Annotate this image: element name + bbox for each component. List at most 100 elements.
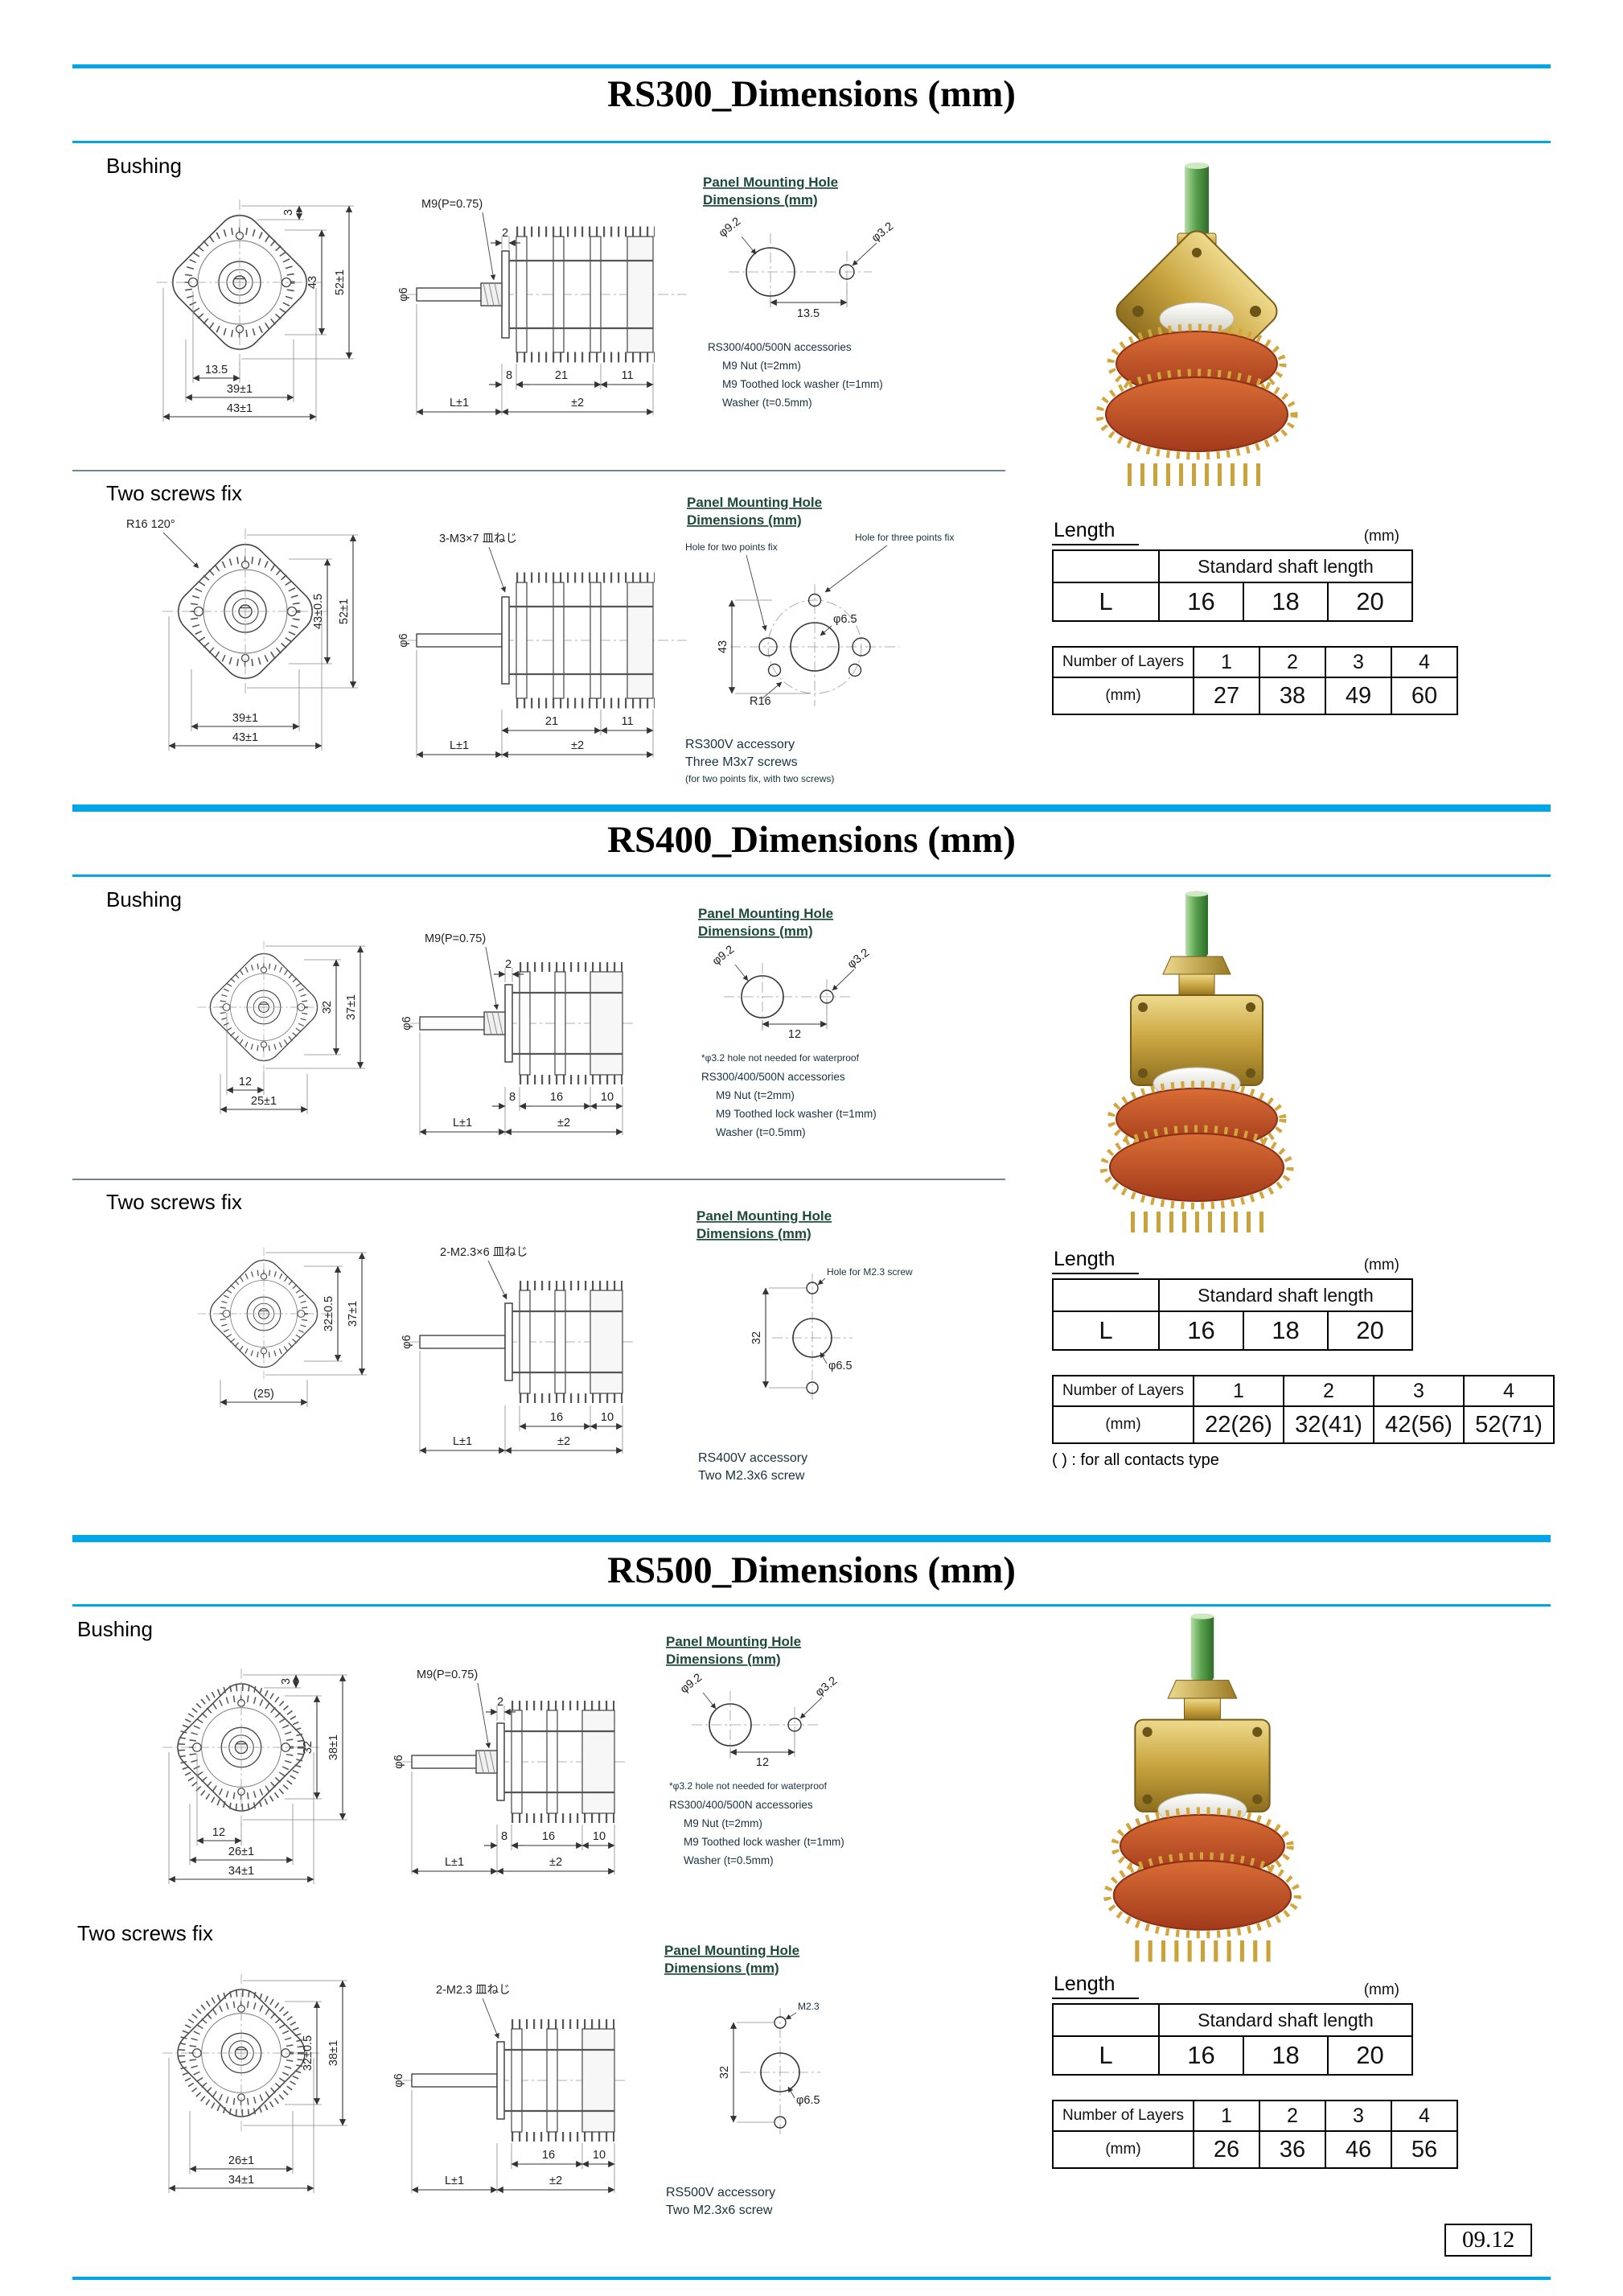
rs400-title-rule [72, 874, 1551, 877]
rs400-bushing-panel-diagram: Panel Mounting Hole Dimensions (mm) φ9.2… [698, 906, 877, 1138]
rs400-title: RS400_Dimensions (mm) [607, 819, 1016, 861]
dim-label: 11 [621, 369, 633, 382]
dim-label: 16 [542, 2149, 555, 2162]
hole-two-points-label: Hole for two points fix [685, 541, 778, 553]
layers-length-value: 32(41) [1283, 1405, 1374, 1444]
rs300-title-rule [72, 141, 1551, 143]
layers-unit-label: (mm) [1052, 1405, 1194, 1444]
accessory-note: Washer (t=0.5mm) [722, 397, 812, 409]
panel-title: Dimensions (mm) [703, 192, 818, 208]
dim-label: 3 [282, 209, 295, 216]
dim-label: φ6 [392, 2073, 405, 2087]
rs300-section: RS300_Dimensions (mm) Bushing 3 43 52±1 … [0, 48, 1623, 800]
panel-title: Panel Mounting Hole [703, 175, 838, 190]
dim-label: ±2 [549, 2175, 562, 2187]
dim-label: ±2 [557, 1117, 570, 1129]
waterproof-note: *φ3.2 hole not needed for waterproof [701, 1052, 860, 1064]
rs400-two-screws-panel-diagram: Panel Mounting Hole Dimensions (mm) Hole… [696, 1208, 913, 1483]
dim-label: 21 [555, 369, 568, 382]
rs500-layers-table: Number of Layers 1 2 3 4 (mm) 26 36 46 5… [1052, 2100, 1458, 2169]
dim-label: 16 [550, 1091, 563, 1104]
dim-label: ±2 [571, 739, 584, 752]
layers-count: 2 [1259, 2100, 1326, 2132]
dim-label: 39±1 [227, 383, 253, 396]
thread-label: M9(P=0.75) [421, 198, 483, 211]
dim-label: 12 [756, 1756, 769, 1769]
rs500-bushing-side-view: M9(P=0.75) φ6 2 8 16 10 L±1 ±2 [392, 1669, 669, 1875]
dim-label: 10 [601, 1411, 614, 1424]
dim-label: 43±0.5 [312, 594, 325, 629]
rs300-shaft-length-table: Standard shaft length L 16 18 20 [1052, 549, 1413, 622]
rs500-two-screws-side-view: 2-M2.3 皿ねじ φ6 16 10 L±1 ±2 [392, 1983, 669, 2194]
accessory-note: Washer (t=0.5mm) [684, 1854, 774, 1866]
layers-count: 3 [1325, 2100, 1392, 2132]
mm-unit-label: (mm) [1363, 1981, 1399, 1998]
rs500-section: RS500_Dimensions (mm) Bushing 3 32 38±1 … [0, 1529, 1623, 2296]
layers-row-label: Number of Layers [1052, 1375, 1194, 1407]
layers-length-value: 56 [1391, 2130, 1458, 2169]
dim-label: 13.5 [205, 364, 228, 376]
dim-label: 26±1 [228, 2154, 254, 2167]
rs300-bushing-side-view: M9(P=0.75) φ6 2 8 21 11 L±1 ±2 [397, 198, 690, 416]
accessory-note: RS300/400/500N accessories [701, 1071, 845, 1083]
dim-label: 12 [212, 1826, 225, 1839]
dim-label: 43±1 [227, 402, 253, 415]
accessory-note: M9 Nut (t=2mm) [684, 1817, 762, 1829]
panel-title: Panel Mounting Hole [687, 495, 822, 510]
rs300-bushing-panel-diagram: Panel Mounting Hole Dimensions (mm) φ9.2… [703, 175, 896, 409]
radius-label: R16 [750, 695, 771, 708]
layers-unit-label: (mm) [1052, 2130, 1194, 2169]
shaft-length-header: Standard shaft length [1158, 2003, 1413, 2037]
dim-label: 32±0.5 [323, 1296, 335, 1331]
dim-label: 10 [601, 1091, 614, 1104]
screw-spec-label: 2-M2.3×6 皿ねじ [440, 1245, 528, 1259]
dim-label: φ3.2 [869, 220, 896, 245]
panel-title: Dimensions (mm) [687, 512, 802, 528]
shaft-length-value: 20 [1327, 2035, 1413, 2076]
shaft-length-header: Standard shaft length [1158, 1278, 1413, 1312]
layers-length-value: 27 [1193, 677, 1260, 715]
blank-cell [1052, 2003, 1160, 2037]
mm-unit-label: (mm) [1363, 1257, 1399, 1273]
dim-label: φ9.2 [678, 1671, 705, 1696]
dim-label: 32 [321, 1001, 334, 1014]
length-label: Length [1052, 1973, 1140, 1999]
dim-label: 32 [302, 1741, 314, 1754]
accessory-note: RS300/400/500N accessories [669, 1799, 813, 1811]
rs400-bushing-side-view: M9(P=0.75) φ6 2 8 16 10 L±1 ±2 [401, 932, 677, 1136]
top-rule [72, 64, 1551, 68]
dim-label: 32 [718, 2066, 731, 2079]
shaft-length-value: 20 [1327, 582, 1413, 622]
layers-count: 1 [1193, 1375, 1284, 1407]
dim-label: 10 [593, 1830, 606, 1843]
dim-label: 32±0.5 [302, 2035, 314, 2071]
layers-length-value: 42(56) [1373, 1405, 1465, 1444]
rs500-bushing-panel-diagram: Panel Mounting Hole Dimensions (mm) φ9.2… [666, 1634, 844, 1866]
accessory-label: RS500V accessory [666, 2186, 775, 2199]
row-divider [72, 470, 1005, 471]
length-label: Length [1052, 1248, 1140, 1274]
panel-title: Dimensions (mm) [664, 1961, 779, 1976]
length-header-row: Length (mm) [1052, 1973, 1399, 1999]
panel-title: Panel Mounting Hole [696, 1208, 832, 1224]
dim-label: 12 [788, 1028, 801, 1041]
layers-count: 1 [1193, 2100, 1260, 2132]
rs500-two-screws-panel-diagram: Panel Mounting Hole Dimensions (mm) M2.3… [664, 1943, 820, 2217]
dim-label: φ3.2 [813, 1674, 840, 1699]
dim-label: 8 [506, 369, 512, 382]
layers-row-label: Number of Layers [1052, 2100, 1194, 2132]
dim-label: 21 [545, 715, 558, 728]
shaft-length-value: 20 [1327, 1311, 1413, 1351]
dim-label: ±2 [549, 1856, 562, 1869]
panel-title: Panel Mounting Hole [664, 1943, 799, 1958]
dim-label: 43 [306, 276, 319, 289]
dim-label: 39±1 [232, 712, 258, 725]
bottom-rule [72, 2277, 1551, 2280]
rs300-length-block: Length (mm) Standard shaft length L 16 1… [1052, 519, 1583, 715]
dim-label: L±1 [450, 397, 469, 409]
rs300-layers-table: Number of Layers 1 2 3 4 (mm) 27 38 49 6… [1052, 646, 1458, 715]
layers-count: 3 [1325, 646, 1392, 678]
thread-label: M9(P=0.75) [425, 932, 486, 945]
rs500-bushing-label: Bushing [77, 1617, 153, 1641]
blank-cell [1052, 549, 1160, 583]
